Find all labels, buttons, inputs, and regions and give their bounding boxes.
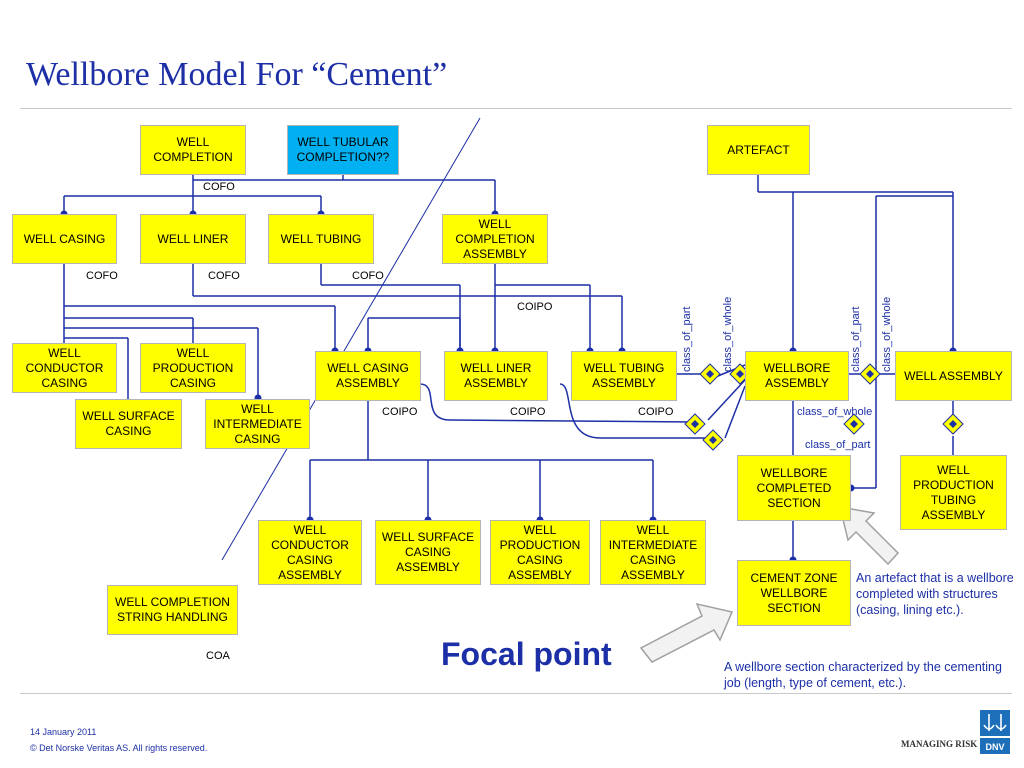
box-well-liner[interactable]: WELL LINER — [140, 214, 246, 264]
box-well-completion[interactable]: WELL COMPLETION — [140, 125, 246, 175]
label-cofo: COFO — [208, 270, 240, 282]
box-well-surface-casing[interactable]: WELL SURFACE CASING — [75, 399, 182, 449]
box-cement-zone-wellbore-section[interactable]: CEMENT ZONE WELLBORE SECTION — [737, 560, 851, 626]
focal-point-arrow — [639, 602, 734, 663]
class-of-part-label: class_of_part — [681, 306, 693, 372]
box-well-conductor-casing-assembly[interactable]: WELL CONDUCTOR CASING ASSEMBLY — [258, 520, 362, 585]
footer-copyright: © Det Norske Veritas AS. All rights rese… — [30, 743, 208, 753]
artefact-note-arrow — [839, 506, 900, 566]
box-wellbore-assembly[interactable]: WELLBORE ASSEMBLY — [745, 351, 849, 401]
box-well-tubular-completion[interactable]: WELL TUBULAR COMPLETION?? — [287, 125, 399, 175]
label-coa: COA — [206, 650, 230, 662]
label-coipo: COIPO — [638, 406, 674, 418]
box-well-completion-assembly[interactable]: WELL COMPLETION ASSEMBLY — [442, 214, 548, 264]
label-cofo: COFO — [352, 270, 384, 282]
dnv-logo-text: DNV — [985, 742, 1004, 752]
title-divider — [20, 108, 1012, 109]
label-coipo: COIPO — [517, 301, 553, 313]
class-of-whole-label: class_of_whole — [797, 406, 873, 418]
box-well-intermediate-casing[interactable]: WELL INTERMEDIATE CASING — [205, 399, 310, 449]
box-well-completion-string-handling[interactable]: WELL COMPLETION STRING HANDLING — [107, 585, 238, 635]
box-well-tubing[interactable]: WELL TUBING — [268, 214, 374, 264]
managing-risk-text: MANAGING RISK — [901, 739, 978, 749]
class-of-whole-label: class_of_whole — [722, 296, 734, 372]
box-well-production-casing[interactable]: WELL PRODUCTION CASING — [140, 343, 246, 393]
footer-date: 14 January 2011 — [30, 727, 97, 737]
class-of-part-label: class_of_part — [805, 439, 871, 451]
footer-divider — [20, 693, 1012, 694]
box-well-casing-assembly[interactable]: WELL CASING ASSEMBLY — [315, 351, 421, 401]
box-well-assembly[interactable]: WELL ASSEMBLY — [895, 351, 1012, 401]
box-well-production-casing-assembly[interactable]: WELL PRODUCTION CASING ASSEMBLY — [490, 520, 590, 585]
focal-point-label: Focal point — [441, 636, 612, 672]
page-title: Wellbore Model For “Cement” — [26, 56, 448, 93]
section-note: A wellbore section characterized by the … — [724, 660, 1002, 690]
label-cofo: COFO — [86, 270, 118, 282]
label-coipo: COIPO — [382, 406, 418, 418]
class-of-whole-label: class_of_whole — [881, 296, 893, 372]
box-artefact[interactable]: ARTEFACT — [707, 125, 810, 175]
label-cofo: COFO — [203, 181, 235, 193]
box-well-conductor-casing[interactable]: WELL CONDUCTOR CASING — [12, 343, 117, 393]
box-wellbore-completed-section[interactable]: WELLBORE COMPLETED SECTION — [737, 455, 851, 521]
label-coipo: COIPO — [510, 406, 546, 418]
box-well-intermediate-casing-assembly[interactable]: WELL INTERMEDIATE CASING ASSEMBLY — [600, 520, 706, 585]
artefact-note: An artefact that is a wellbore completed… — [856, 571, 1014, 617]
box-well-production-tubing-assembly[interactable]: WELL PRODUCTION TUBING ASSEMBLY — [900, 455, 1007, 530]
class-of-part-label: class_of_part — [850, 306, 862, 372]
box-well-surface-casing-assembly[interactable]: WELL SURFACE CASING ASSEMBLY — [375, 520, 481, 585]
box-well-liner-assembly[interactable]: WELL LINER ASSEMBLY — [444, 351, 548, 401]
box-well-casing[interactable]: WELL CASING — [12, 214, 117, 264]
box-well-tubing-assembly[interactable]: WELL TUBING ASSEMBLY — [571, 351, 677, 401]
dnv-logo: DNV — [980, 710, 1010, 754]
